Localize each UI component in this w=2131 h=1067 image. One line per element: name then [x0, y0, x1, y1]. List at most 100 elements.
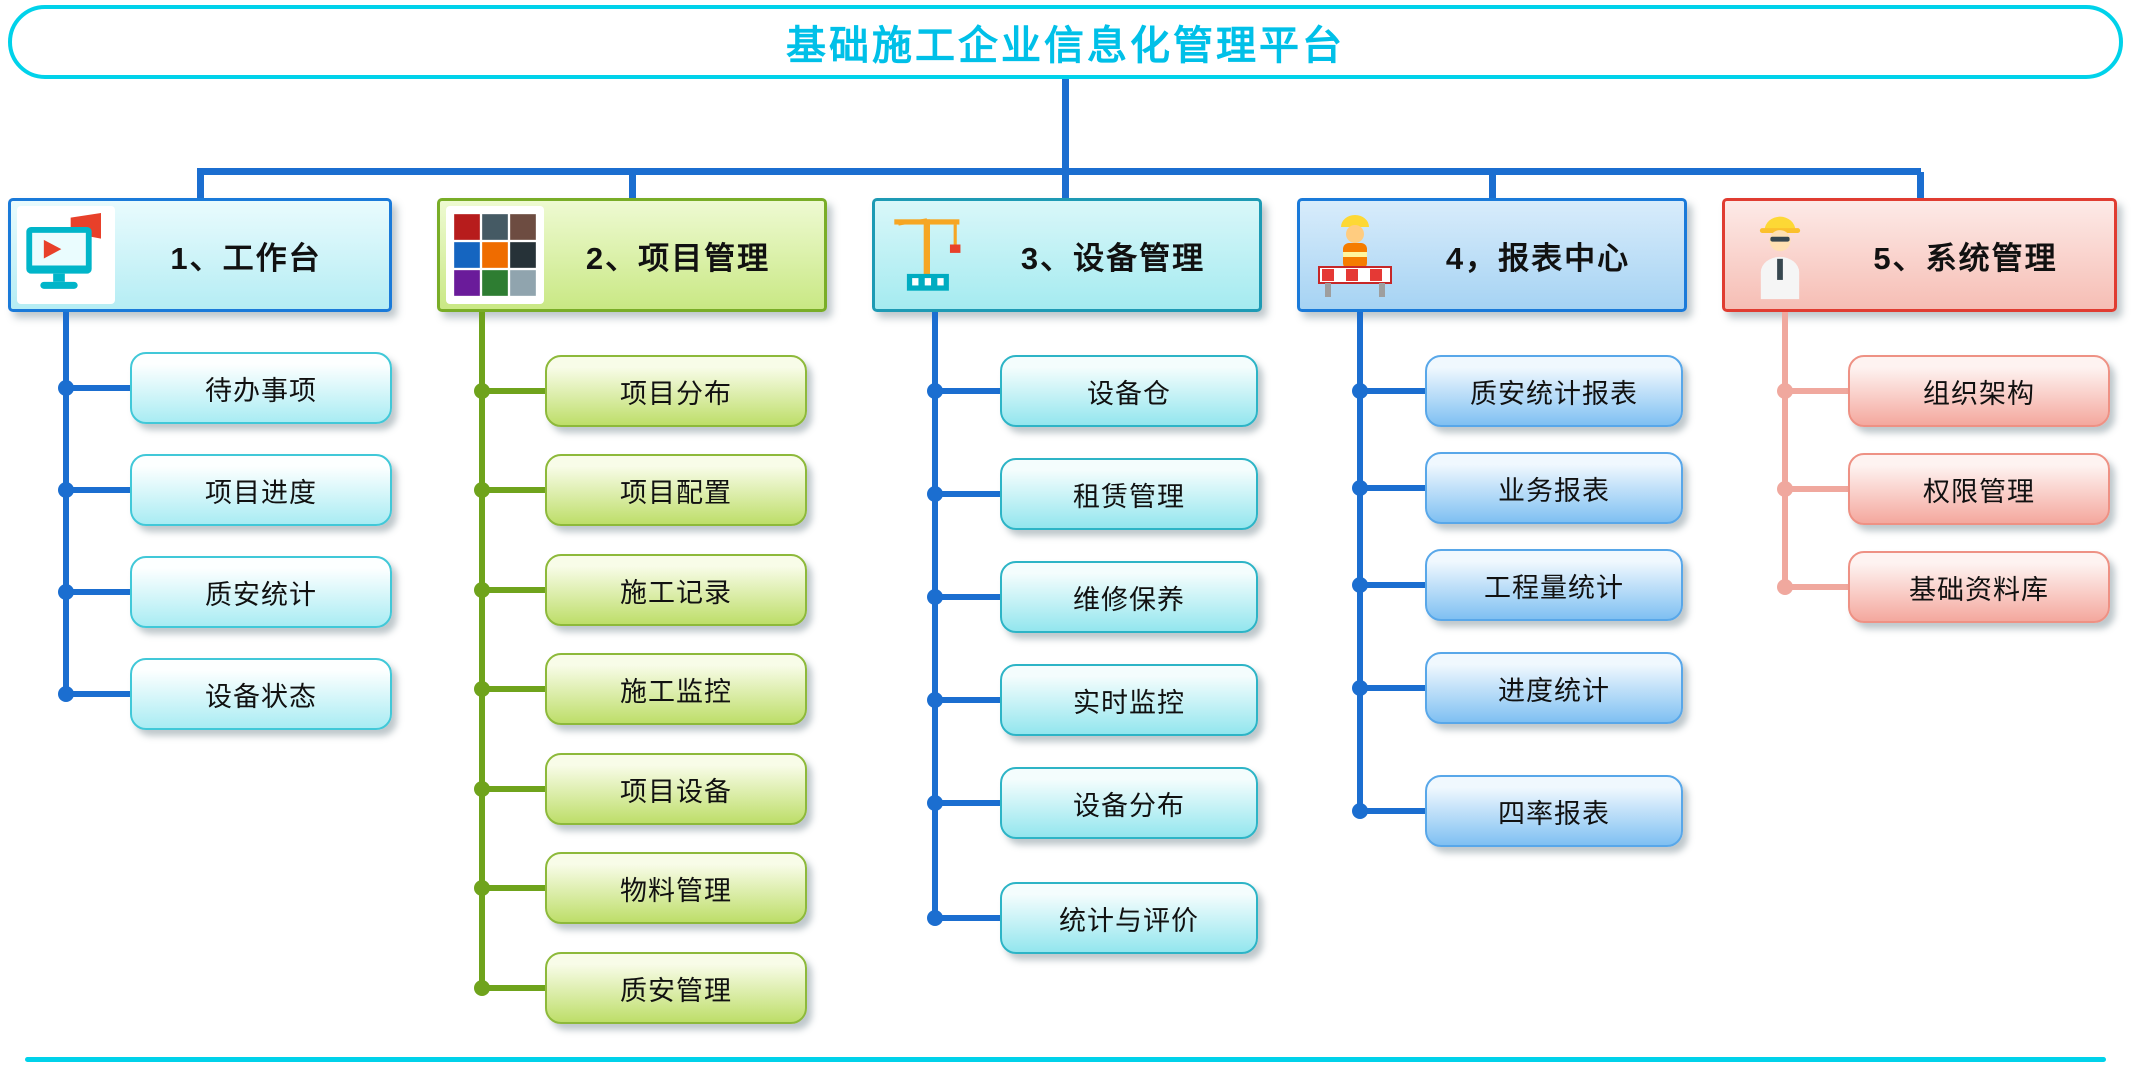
tree-node: 施工监控 [545, 653, 807, 725]
connector-stub [935, 915, 1003, 921]
node-row: 设备仓 [872, 355, 1262, 427]
tree-node: 施工记录 [545, 554, 807, 626]
tree-node: 项目设备 [545, 753, 807, 825]
connector-vline [63, 312, 69, 694]
connector-stub [935, 697, 1003, 703]
page-title-text: 基础施工企业信息化管理平台 [786, 24, 1345, 68]
connector-stub [1360, 808, 1428, 814]
connector-stub [66, 385, 133, 391]
branch-workbench-header: 1、工作台 [8, 198, 392, 312]
tree-node: 实时监控 [1000, 664, 1258, 736]
node-row: 工程量统计 [1297, 549, 1687, 621]
node-row: 实时监控 [872, 664, 1262, 736]
photo-collage-icon [446, 206, 544, 304]
node-row: 权限管理 [1722, 453, 2117, 525]
branch-label: 2、项目管理 [585, 240, 771, 276]
tree-node: 统计与评价 [1000, 882, 1258, 954]
tree-node: 物料管理 [545, 852, 807, 924]
connector-stub [66, 691, 133, 697]
connector-stub [482, 686, 548, 692]
connector-stub [1360, 685, 1428, 691]
node-row: 质安管理 [437, 952, 827, 1024]
connector-stub [935, 594, 1003, 600]
tree-node: 租赁管理 [1000, 458, 1258, 530]
tree-node: 项目分布 [545, 355, 807, 427]
tree-node: 业务报表 [1425, 452, 1683, 524]
connector-drop-1 [197, 172, 204, 200]
node-row: 施工监控 [437, 653, 827, 725]
tree-node: 设备分布 [1000, 767, 1258, 839]
branch-report-center-header: 4，报表中心 [1297, 198, 1687, 312]
connector-drop-4 [1489, 172, 1496, 200]
tree-node: 工程量统计 [1425, 549, 1683, 621]
tree-node: 维修保养 [1000, 561, 1258, 633]
branch-label: 1、工作台 [170, 240, 322, 276]
tree-node: 进度统计 [1425, 652, 1683, 724]
node-row: 基础资料库 [1722, 551, 2117, 623]
node-row: 待办事项 [8, 352, 392, 424]
connector-drop-3 [1062, 172, 1069, 200]
connector-stub [1785, 584, 1851, 590]
node-row: 物料管理 [437, 852, 827, 924]
connector-vline [1357, 312, 1363, 811]
node-row: 统计与评价 [872, 882, 1262, 954]
node-row: 质安统计报表 [1297, 355, 1687, 427]
connector-stub [1360, 582, 1428, 588]
connector-drop-5 [1917, 172, 1924, 200]
connector-stub [1360, 388, 1428, 394]
connector-stub [1785, 388, 1851, 394]
tree-node: 设备状态 [130, 658, 392, 730]
branch-label: 5、系统管理 [1873, 240, 2058, 276]
connector-vline [479, 312, 485, 988]
node-row: 进度统计 [1297, 652, 1687, 724]
connector-stub [482, 587, 548, 593]
tree-node: 设备仓 [1000, 355, 1258, 427]
node-row: 项目设备 [437, 753, 827, 825]
tree-node: 质安管理 [545, 952, 807, 1024]
node-row: 设备分布 [872, 767, 1262, 839]
node-row: 设备状态 [8, 658, 392, 730]
monitor-megaphone-icon [17, 206, 115, 304]
connector-stub [935, 388, 1003, 394]
branch-equipment-management-header: 3、设备管理 [872, 198, 1262, 312]
connector-stub [482, 885, 548, 891]
tree-node: 项目进度 [130, 454, 392, 526]
tree-node: 质安统计 [130, 556, 392, 628]
branch-label: 4，报表中心 [1445, 240, 1631, 276]
frame-bottom-border [25, 1057, 2106, 1062]
connector-stub [66, 487, 133, 493]
node-row: 业务报表 [1297, 452, 1687, 524]
tree-node: 权限管理 [1848, 453, 2110, 525]
node-row: 维修保养 [872, 561, 1262, 633]
branch-label: 3、设备管理 [1020, 240, 1206, 276]
connector-stub [482, 985, 548, 991]
connector-vline [932, 312, 938, 918]
engineer-icon [1731, 206, 1829, 304]
connector-stub [935, 491, 1003, 497]
branch-project-management-header: 2、项目管理 [437, 198, 827, 312]
tree-node: 项目配置 [545, 454, 807, 526]
node-row: 项目分布 [437, 355, 827, 427]
connector-stub [935, 800, 1003, 806]
tree-node: 基础资料库 [1848, 551, 2110, 623]
branch-system-management-header: 5、系统管理 [1722, 198, 2117, 312]
node-row: 质安统计 [8, 556, 392, 628]
tree-node: 组织架构 [1848, 355, 2110, 427]
node-row: 施工记录 [437, 554, 827, 626]
connector-stub [1785, 486, 1851, 492]
node-row: 组织架构 [1722, 355, 2117, 427]
tree-node: 四率报表 [1425, 775, 1683, 847]
tower-crane-icon [881, 206, 979, 304]
connector-vline [1782, 312, 1788, 587]
node-row: 四率报表 [1297, 775, 1687, 847]
tree-node: 待办事项 [130, 352, 392, 424]
node-row: 项目进度 [8, 454, 392, 526]
connector-stub [482, 786, 548, 792]
connector-trunk [1062, 79, 1069, 172]
connector-stub [66, 589, 133, 595]
connector-stub [482, 487, 548, 493]
tree-node: 质安统计报表 [1425, 355, 1683, 427]
worker-barrier-icon [1306, 206, 1404, 304]
connector-drop-2 [629, 172, 636, 200]
